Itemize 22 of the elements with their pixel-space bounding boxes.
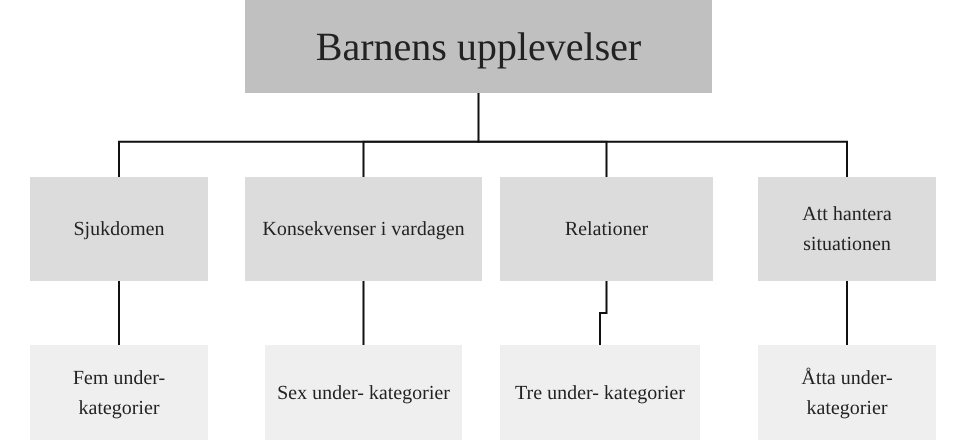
connector-line	[846, 281, 848, 345]
connector-line	[599, 281, 608, 345]
box-label: Relationer	[564, 217, 648, 242]
connector-line	[118, 281, 120, 345]
connector-line	[362, 281, 364, 345]
subcategory-box	[500, 345, 700, 440]
box-label: Sex under- kategorier	[277, 380, 450, 406]
subcategory-box	[758, 345, 936, 440]
box-label: Sjukdomen	[73, 217, 165, 242]
box-label: Konsekvenser i vardagen	[262, 217, 465, 242]
box-label: Att hantera situationen	[801, 202, 893, 257]
box-label: Åtta under- kategorier	[800, 366, 894, 420]
subcategory-box	[265, 345, 462, 440]
category-box	[758, 177, 936, 281]
category-box	[500, 177, 713, 281]
title-box	[245, 0, 712, 93]
category-box	[30, 177, 208, 281]
box-label: Barnens upplevelser	[316, 22, 642, 70]
category-box	[245, 177, 482, 281]
box-label: Fem under- kategorier	[72, 366, 166, 420]
subcategory-box	[30, 345, 208, 440]
box-label: Tre under- kategorier	[515, 380, 685, 406]
